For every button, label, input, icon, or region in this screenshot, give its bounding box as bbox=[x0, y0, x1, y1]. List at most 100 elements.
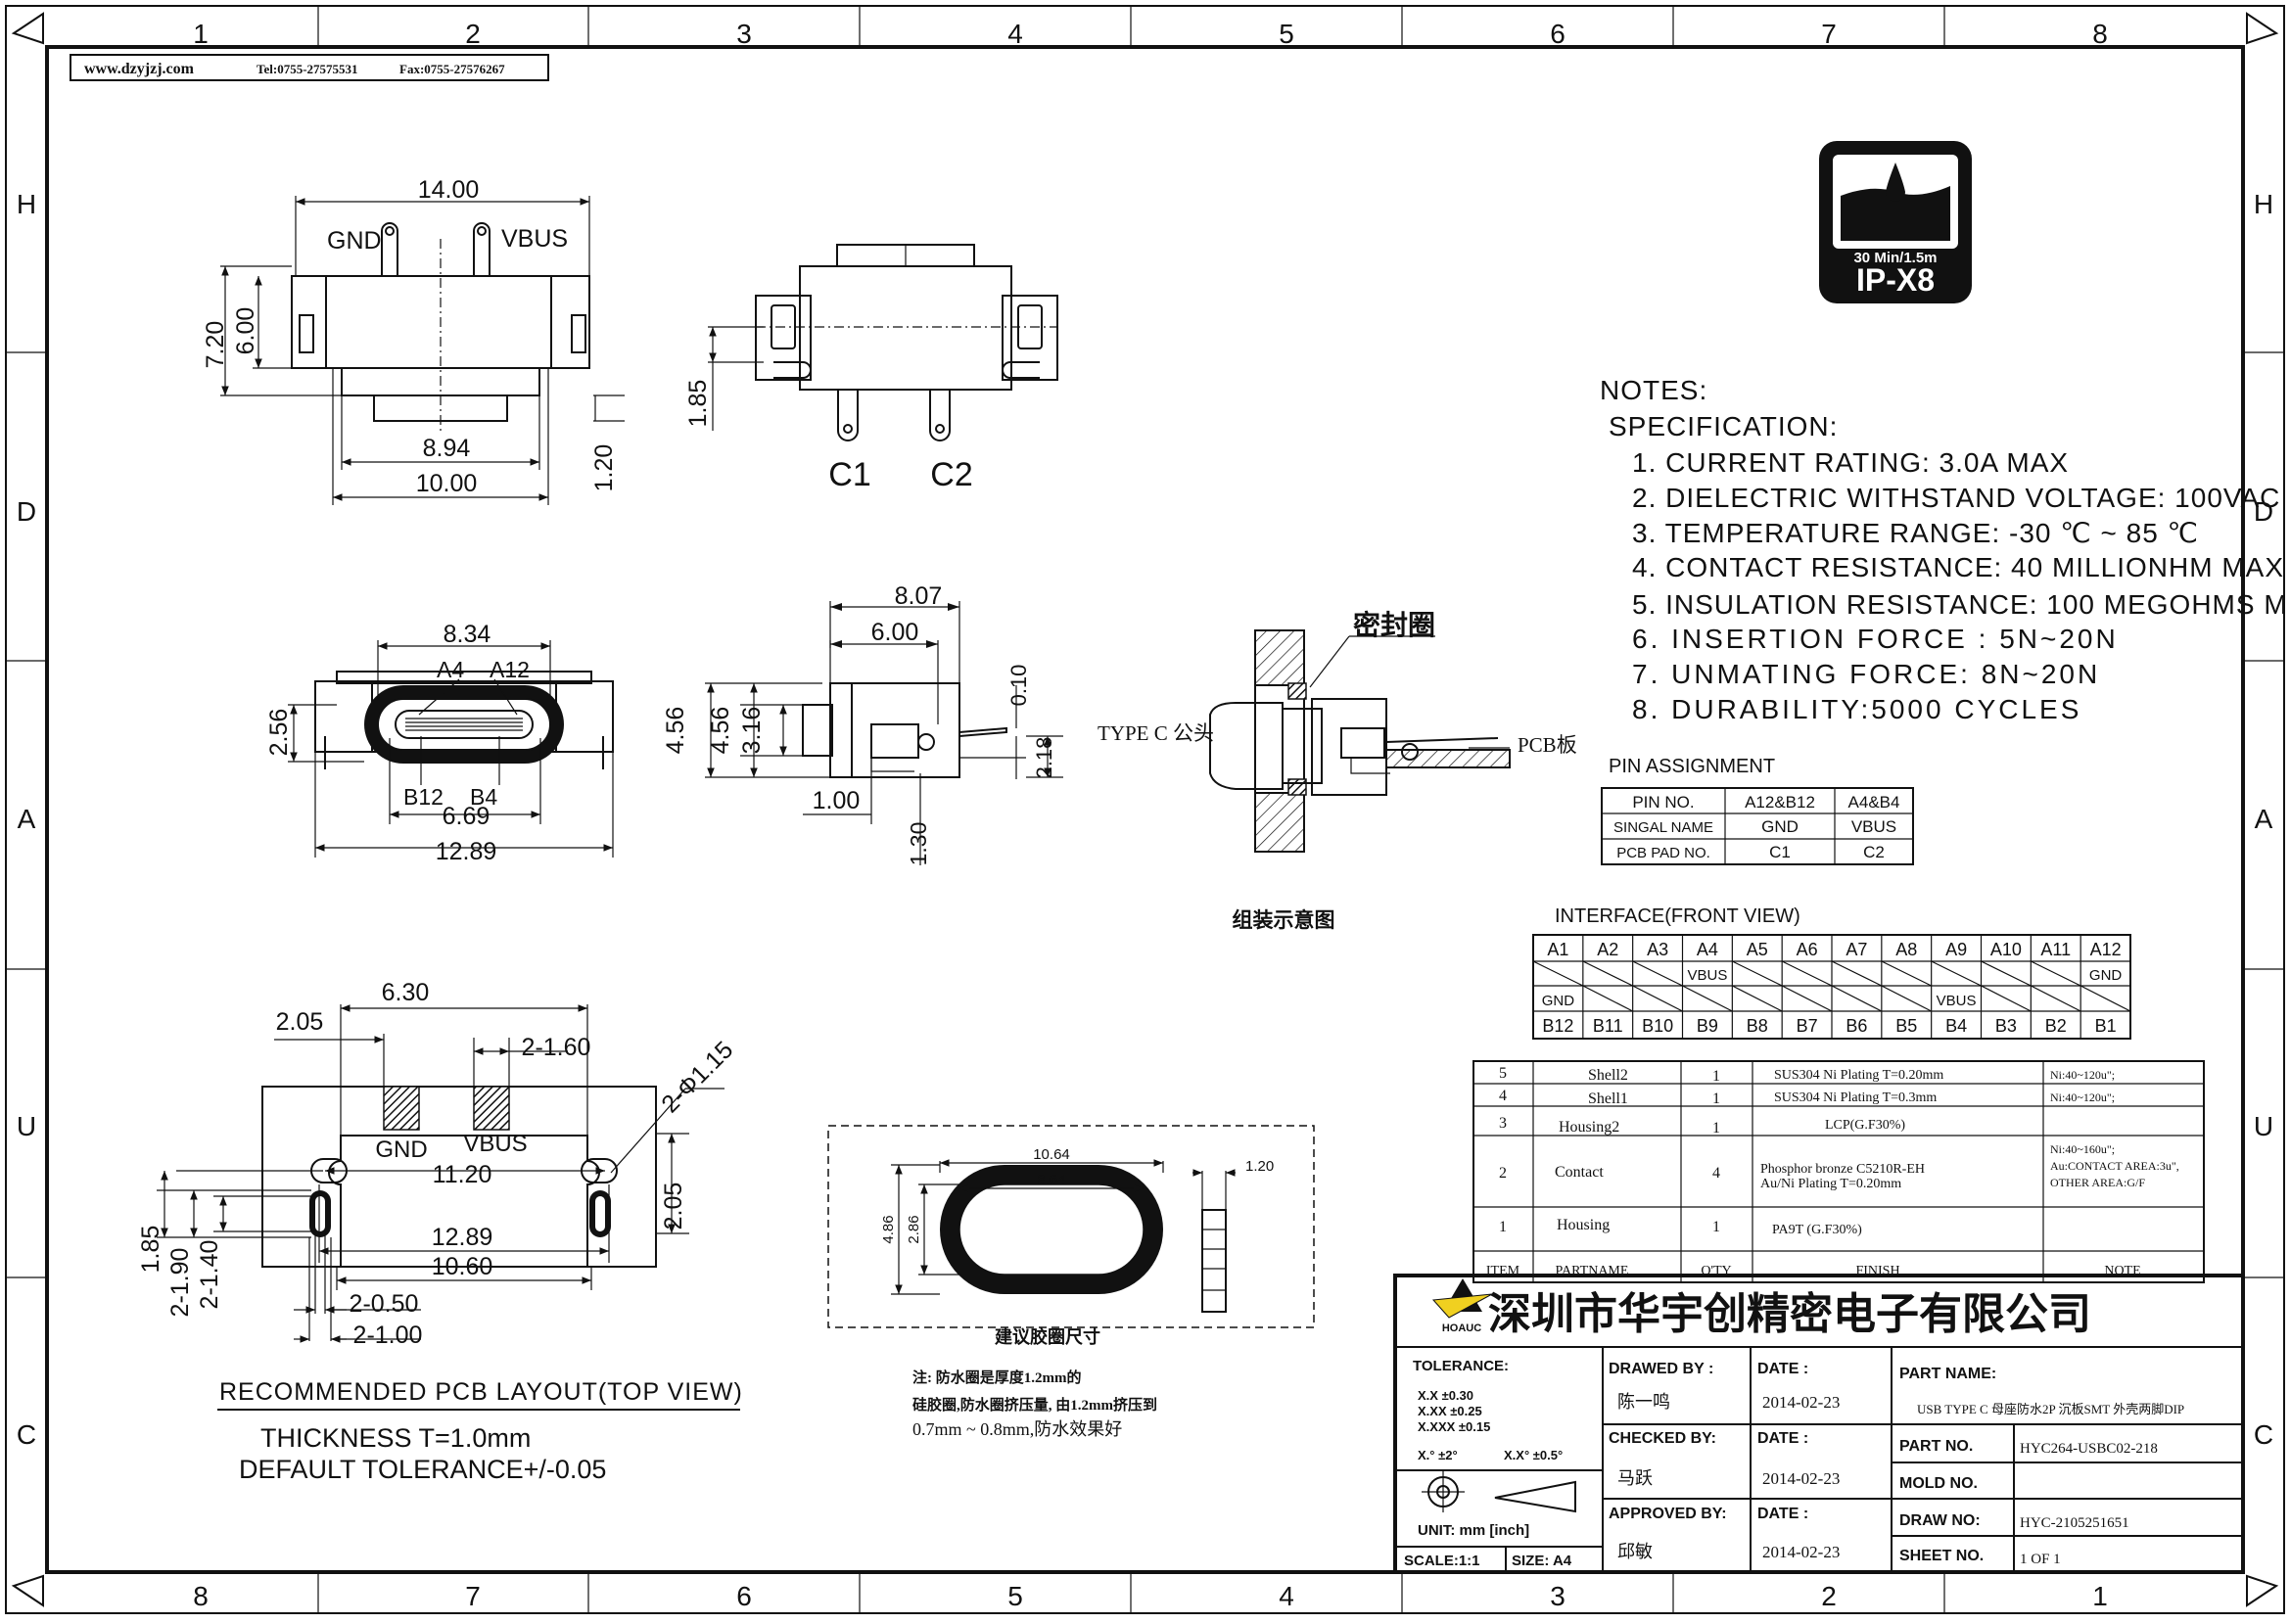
bom-item-1: 1 bbox=[1499, 1219, 1507, 1235]
interface-cell-bottom-3: B9 bbox=[1697, 1016, 1718, 1036]
pcb-layout-title: RECOMMENDED PCB LAYOUT(TOP VIEW) bbox=[219, 1378, 743, 1406]
gasket-caption: 建议胶圈尺寸 bbox=[995, 1326, 1100, 1347]
zone-left-a: A bbox=[18, 804, 36, 834]
notes-subheading: SPECIFICATION: bbox=[1609, 411, 1838, 441]
scale-text: SCALE:1:1 bbox=[1404, 1553, 1480, 1569]
company-logo: HOAUC bbox=[1431, 1278, 1493, 1334]
bom-qty-1: 1 bbox=[1712, 1219, 1720, 1235]
title-block: HOAUC 深圳市华宇创精密电子有限公司 TOLERANCE: X.X ±0.3… bbox=[1393, 1274, 2245, 1574]
part-name: USB TYPE C 母座防水2P 沉板SMT 外壳两脚DIP bbox=[1917, 1402, 2184, 1416]
pin-row0-b: VBUS bbox=[1851, 817, 1896, 836]
sheet-no: 1 OF 1 bbox=[2020, 1552, 2061, 1567]
gasket-dim-486: 4.86 bbox=[880, 1215, 897, 1243]
zone-top-3: 3 bbox=[736, 19, 752, 49]
bom-finish-1: PA9T (G.F30%) bbox=[1772, 1223, 1862, 1237]
pin-header-2: A4&B4 bbox=[1848, 793, 1900, 812]
section-dim-130: 1.30 bbox=[906, 822, 931, 866]
interface-cell-bottom-0: B12 bbox=[1542, 1016, 1573, 1036]
bom-note-2: Ni:40~160u";Au:CONTACT AREA:3u",OTHER AR… bbox=[2050, 1142, 2179, 1189]
zone-bottom-1: 1 bbox=[2092, 1581, 2108, 1611]
bom-part-2: Contact bbox=[1555, 1164, 1604, 1181]
note-6: 6. INSERTION FORCE : 5N~20N bbox=[1632, 624, 2119, 654]
assembly-label-plug: TYPE C 公头 bbox=[1098, 721, 1214, 745]
logo-text: HOAUC bbox=[1442, 1322, 1481, 1334]
top-dim-120: 1.20 bbox=[590, 444, 618, 492]
projection-symbol-icon bbox=[1422, 1471, 1576, 1513]
interface-cell-top-2: A3 bbox=[1647, 940, 1668, 959]
gasket-note-1: 注: 防水圈是厚度1.2mm的 bbox=[912, 1369, 1082, 1386]
tolerance-label: TOLERANCE: bbox=[1413, 1358, 1509, 1374]
date-label-1: DATE : bbox=[1757, 1361, 1808, 1377]
bom-note-4: Ni:40~120u"; bbox=[2050, 1090, 2115, 1104]
side-view: 1.85 C1 C2 bbox=[684, 244, 1058, 493]
pin-assignment-title: PIN ASSIGNMENT bbox=[1609, 756, 1775, 777]
interface-cell-top-9: A10 bbox=[1990, 940, 2022, 959]
size-text: SIZE: A4 bbox=[1512, 1553, 1572, 1569]
pcb-dim-050: 2-0.50 bbox=[350, 1290, 419, 1318]
drawn-by-label: DRAWED BY : bbox=[1609, 1361, 1713, 1377]
note-7: 7. UNMATING FORCE: 8N~20N bbox=[1632, 659, 2100, 689]
zone-bottom-3: 3 bbox=[1550, 1581, 1566, 1611]
section-dim-456b: 4.56 bbox=[707, 707, 734, 755]
pin-row1-a: C1 bbox=[1769, 843, 1791, 861]
gasket-note-2: 硅胶圈,防水圈挤压量, 由1.2mm挤压到 bbox=[912, 1396, 1157, 1414]
bom-finish-2-line-1: Au/Ni Plating T=0.20mm bbox=[1760, 1177, 1901, 1191]
section-dim-218: 2.18 bbox=[1032, 737, 1056, 779]
top-dim-1000: 10.00 bbox=[416, 470, 478, 497]
interface-cell-top-1: A2 bbox=[1597, 940, 1618, 959]
zone-left-d: D bbox=[17, 496, 36, 527]
bom-finish-2-line-0: Phosphor bronze C5210R-EH bbox=[1760, 1162, 1925, 1177]
draw-no: HYC-2105251651 bbox=[2020, 1515, 2129, 1531]
tolerance-2: X.XX ±0.25 bbox=[1418, 1404, 1482, 1418]
interface-cell-top-signals-11: GND bbox=[2089, 967, 2123, 984]
note-5: 5. INSULATION RESISTANCE: 100 MEGOHMS MI… bbox=[1632, 589, 2290, 620]
top-label-gnd: GND bbox=[327, 227, 382, 255]
front-view: 8.34 2.56 6.69 12.89 A4 A12 B12 B4 bbox=[265, 621, 614, 865]
bom-qty-2: 4 bbox=[1712, 1165, 1720, 1182]
top-view: 14.00 7.20 6.00 8.94 10.00 1.20 GND VBUS bbox=[202, 176, 625, 505]
pcb-layout-view: 6.30 2.05 2-1.60 2-Φ1.15 11.20 12.89 10.… bbox=[137, 979, 743, 1484]
front-label-a4: A4 bbox=[437, 657, 464, 682]
date-3: 2014-02-23 bbox=[1762, 1543, 1840, 1561]
tolerance-1: X.X ±0.30 bbox=[1418, 1388, 1473, 1403]
section-dim-010: 0.10 bbox=[1006, 665, 1031, 707]
section-dim-316: 3.16 bbox=[738, 707, 766, 755]
bom-note-2-line-2: OTHER AREA:G/F bbox=[2050, 1176, 2145, 1189]
section-dim-807: 8.07 bbox=[895, 582, 943, 610]
gasket-dim-286: 2.86 bbox=[906, 1215, 922, 1243]
zone-left-u: U bbox=[17, 1111, 36, 1141]
approved-by: 邱敏 bbox=[1617, 1542, 1653, 1561]
interface-cell-bottom-2: B10 bbox=[1642, 1016, 1673, 1036]
assembly-caption: 组装示意图 bbox=[1233, 908, 1335, 932]
draw-no-label: DRAW NO: bbox=[1899, 1512, 1981, 1529]
front-label-b4: B4 bbox=[470, 784, 497, 810]
zone-right-a: A bbox=[2255, 804, 2273, 834]
note-1: 1. CURRENT RATING: 3.0A MAX bbox=[1632, 447, 2069, 478]
pcb-dim-630: 6.30 bbox=[382, 979, 430, 1006]
section-dim-600: 6.00 bbox=[871, 619, 919, 646]
zone-top-2: 2 bbox=[465, 19, 481, 49]
gasket-dim-120: 1.20 bbox=[1245, 1158, 1274, 1175]
bom-qty-4: 1 bbox=[1712, 1090, 1720, 1107]
company-name: 深圳市华宇创精密电子有限公司 bbox=[1488, 1290, 2091, 1338]
pcb-tolerance: DEFAULT TOLERANCE+/-0.05 bbox=[239, 1455, 606, 1484]
interface-cell-top-4: A5 bbox=[1747, 940, 1768, 959]
interface-cell-bottom-11: B1 bbox=[2095, 1016, 2117, 1036]
interface-cell-top-7: A8 bbox=[1895, 940, 1917, 959]
unit-text: UNIT: mm [inch] bbox=[1418, 1522, 1529, 1539]
pcb-dim-160: 2-1.60 bbox=[522, 1034, 591, 1061]
interface-cell-top-5: A6 bbox=[1797, 940, 1818, 959]
zone-top-1: 1 bbox=[193, 19, 209, 49]
zone-right-d: D bbox=[2254, 496, 2273, 527]
front-label-b12: B12 bbox=[403, 784, 444, 810]
pin-row0-label: SINGAL NAME bbox=[1613, 819, 1713, 836]
pcb-dim-115: 2-Φ1.15 bbox=[656, 1036, 738, 1118]
bom-finish-3: LCP(G.F30%) bbox=[1825, 1118, 1905, 1133]
top-dim-600: 6.00 bbox=[232, 307, 259, 355]
bom-qty-3: 1 bbox=[1712, 1120, 1720, 1137]
interface-title: INTERFACE(FRONT VIEW) bbox=[1555, 905, 1800, 927]
bom-finish-5: SUS304 Ni Plating T=0.20mm bbox=[1774, 1068, 1943, 1083]
pin-header-0: PIN NO. bbox=[1632, 793, 1694, 812]
